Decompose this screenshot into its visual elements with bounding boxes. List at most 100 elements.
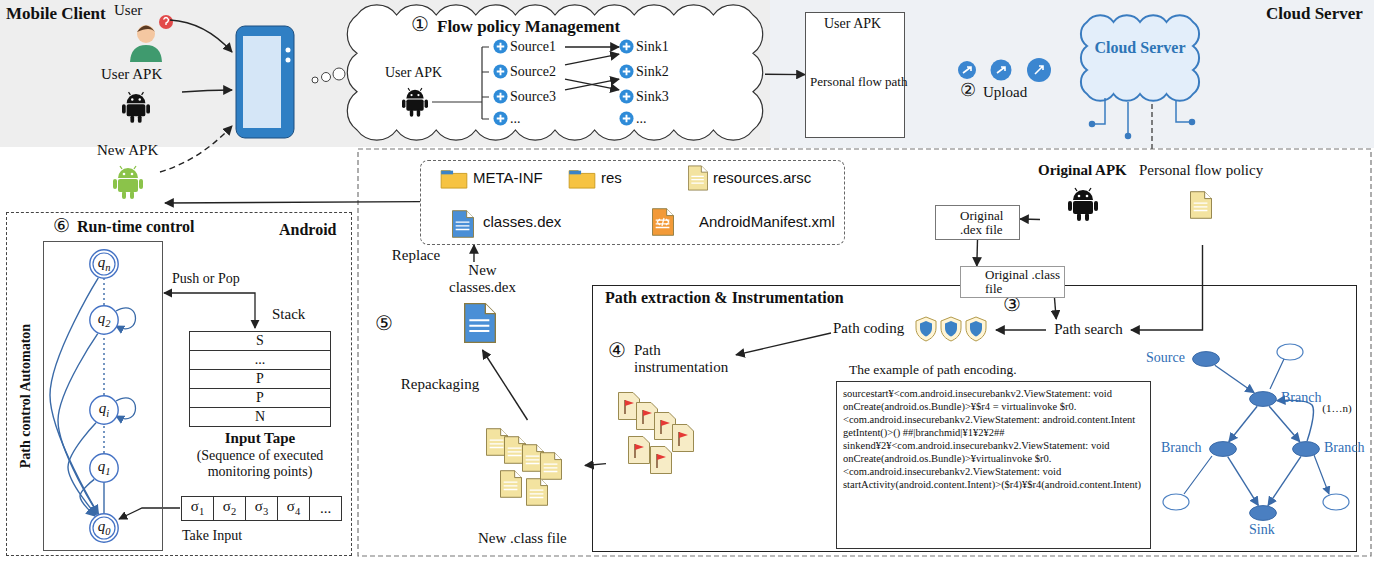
node-label: classes.dex — [483, 213, 561, 230]
node-label: Flow policy Management — [437, 17, 620, 37]
automaton-loops — [116, 398, 136, 419]
label-part: 3 — [263, 506, 268, 517]
android-icon — [402, 88, 428, 117]
file-icon — [569, 171, 595, 188]
state: qn — [89, 249, 119, 279]
source-item: Source2 — [493, 63, 565, 81]
node-outline — [1192, 351, 1220, 367]
panel-ground — [0, 0, 770, 147]
flow-arrow — [1228, 457, 1259, 506]
annotation: Push or Pop — [172, 271, 240, 287]
node-label: Source2 — [510, 64, 556, 80]
label-part: 0 — [105, 526, 110, 537]
tape-cell: ... — [309, 496, 342, 521]
node-label: N — [255, 409, 265, 425]
node-label: Mobile Client — [6, 4, 106, 24]
node-outline — [1075, 10, 1205, 106]
state: q2 — [89, 305, 119, 335]
sink-item: Sink2 — [619, 63, 691, 81]
node-label: Path instrumentation — [634, 342, 738, 377]
node-label: Sink — [1249, 522, 1275, 538]
class-files — [486, 429, 561, 506]
thought-dots — [312, 77, 318, 83]
label-part: q — [98, 310, 106, 326]
graph-node: Branch — [1292, 441, 1320, 457]
automaton-loops — [116, 308, 136, 419]
code-box: The example of path encoding.sourcestart… — [836, 381, 1151, 549]
user-icon — [164, 18, 169, 26]
flow-arrow — [1229, 406, 1257, 441]
node-label: ① — [411, 13, 429, 36]
flow-arrow — [565, 54, 619, 65]
cloud-server: Cloud Server — [1075, 10, 1205, 106]
node-label: Path search — [1054, 321, 1123, 338]
label-part: 2 — [231, 506, 236, 517]
flagged-class-files — [619, 393, 694, 474]
node-label: Branch — [1161, 440, 1201, 456]
annotation: Take Input — [182, 528, 242, 544]
label-part: 1 — [199, 506, 204, 517]
node-label: P — [256, 390, 264, 406]
graph-leaf — [1323, 494, 1349, 510]
upload-box: User APKPersonal flow path — [805, 12, 905, 138]
circuit-lines — [1092, 98, 1192, 136]
node-label: Sink2 — [636, 64, 669, 80]
flow-arrow — [976, 240, 978, 266]
input-arrow — [170, 20, 232, 52]
shield-icon — [941, 317, 961, 341]
node-label: q0 — [98, 518, 111, 538]
annotation: Input Tape — [180, 430, 340, 447]
phone-icon — [243, 36, 281, 128]
label-part: n — [105, 262, 110, 273]
process-step: ④Path instrumentation — [606, 337, 736, 486]
apk-icon: User APK — [95, 64, 180, 136]
annotation: Upload — [983, 84, 1027, 101]
android-icon — [113, 31, 1098, 221]
plus-icon — [619, 89, 633, 103]
node-label: The example of path encoding. — [849, 362, 1017, 378]
android-icon — [122, 92, 150, 123]
node-outline — [1292, 441, 1320, 457]
label-part: i — [106, 408, 109, 419]
panel-ground — [770, 0, 1374, 148]
state: q1 — [89, 453, 119, 483]
node-label: Original .class file — [985, 268, 1064, 296]
edge-label: (1…n) — [1320, 402, 1353, 415]
source-item: Source1 — [493, 38, 565, 56]
node-label: Android — [279, 221, 337, 239]
client-panel: Mobile ClientUserUser APK ① Flow policy Ma… — [0, 0, 770, 147]
source-item: ... — [493, 110, 565, 128]
flow-arrow — [565, 79, 619, 90]
node-label: Branch — [1324, 440, 1364, 456]
user-actor: User — [100, 2, 175, 64]
file-icon — [465, 304, 496, 343]
flow-arrow — [1055, 298, 1057, 319]
user-icon — [130, 45, 162, 62]
flow-arrow — [473, 245, 474, 262]
apk-contents: META-INFresresources.arscclasses.dexAndr… — [420, 160, 845, 245]
node-label: sourcestart¥<com.android.insecurebankv2.… — [843, 387, 1144, 491]
flow-arrow — [483, 350, 528, 420]
stack-cell: S — [189, 331, 331, 351]
annotation: Stack — [272, 306, 305, 323]
node-label: ... — [510, 111, 521, 127]
node-label: qi — [99, 400, 109, 420]
node-label: AndroidManifest.xml — [699, 213, 835, 230]
label-part: 4 — [295, 506, 300, 517]
circuit-lines — [1151, 104, 1153, 149]
node-label: New APK — [97, 142, 158, 159]
node-label: Run-time control — [77, 218, 194, 236]
file-icon — [441, 166, 1211, 342]
node-label: Path control Automaton — [18, 296, 34, 496]
graph-node: Sink — [1249, 505, 1277, 521]
callout-number: ② — [960, 80, 976, 101]
tape-cell: σ1 — [181, 496, 214, 521]
flagged-class-files — [651, 447, 672, 474]
node-label: Cloud Server — [1094, 39, 1185, 57]
input-arrow — [182, 90, 232, 92]
node-label: resources.arsc — [713, 169, 811, 186]
shield-icon — [966, 317, 986, 341]
flow-arrow — [58, 334, 98, 515]
